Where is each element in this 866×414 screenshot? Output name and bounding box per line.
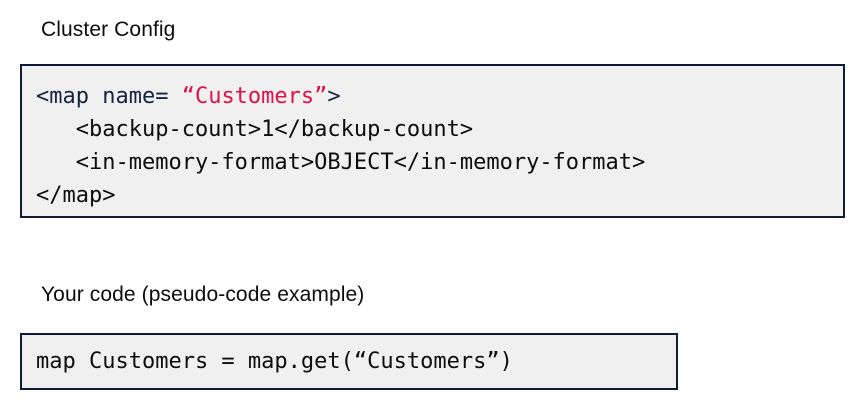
code-line: <backup-count>1</backup-count> <box>36 113 843 146</box>
code-token: “Customers” <box>181 84 328 109</box>
code-line: map Customers = map.get(“Customers”) <box>36 335 676 388</box>
code-token: map Customers = map.get(“Customers”) <box>36 349 513 374</box>
your-code-heading: Your code (pseudo-code example) <box>41 283 365 306</box>
code-line: <in-memory-format>OBJECT</in-memory-form… <box>36 146 843 179</box>
code-token: <backup-count>1</backup-count> <box>36 117 474 142</box>
code-token: <map name= <box>36 84 182 109</box>
your-code-code-block: map Customers = map.get(“Customers”) <box>20 333 678 390</box>
code-token: <in-memory-format>OBJECT</in-memory-form… <box>36 150 646 175</box>
code-line: <map name= “Customers”> <box>36 80 843 113</box>
code-token: > <box>327 84 341 109</box>
cluster-config-heading: Cluster Config <box>41 18 176 41</box>
code-token: </map> <box>36 183 116 208</box>
code-line: </map> <box>36 179 843 212</box>
cluster-config-code-block: <map name= “Customers”> <backup-count>1<… <box>20 64 845 218</box>
